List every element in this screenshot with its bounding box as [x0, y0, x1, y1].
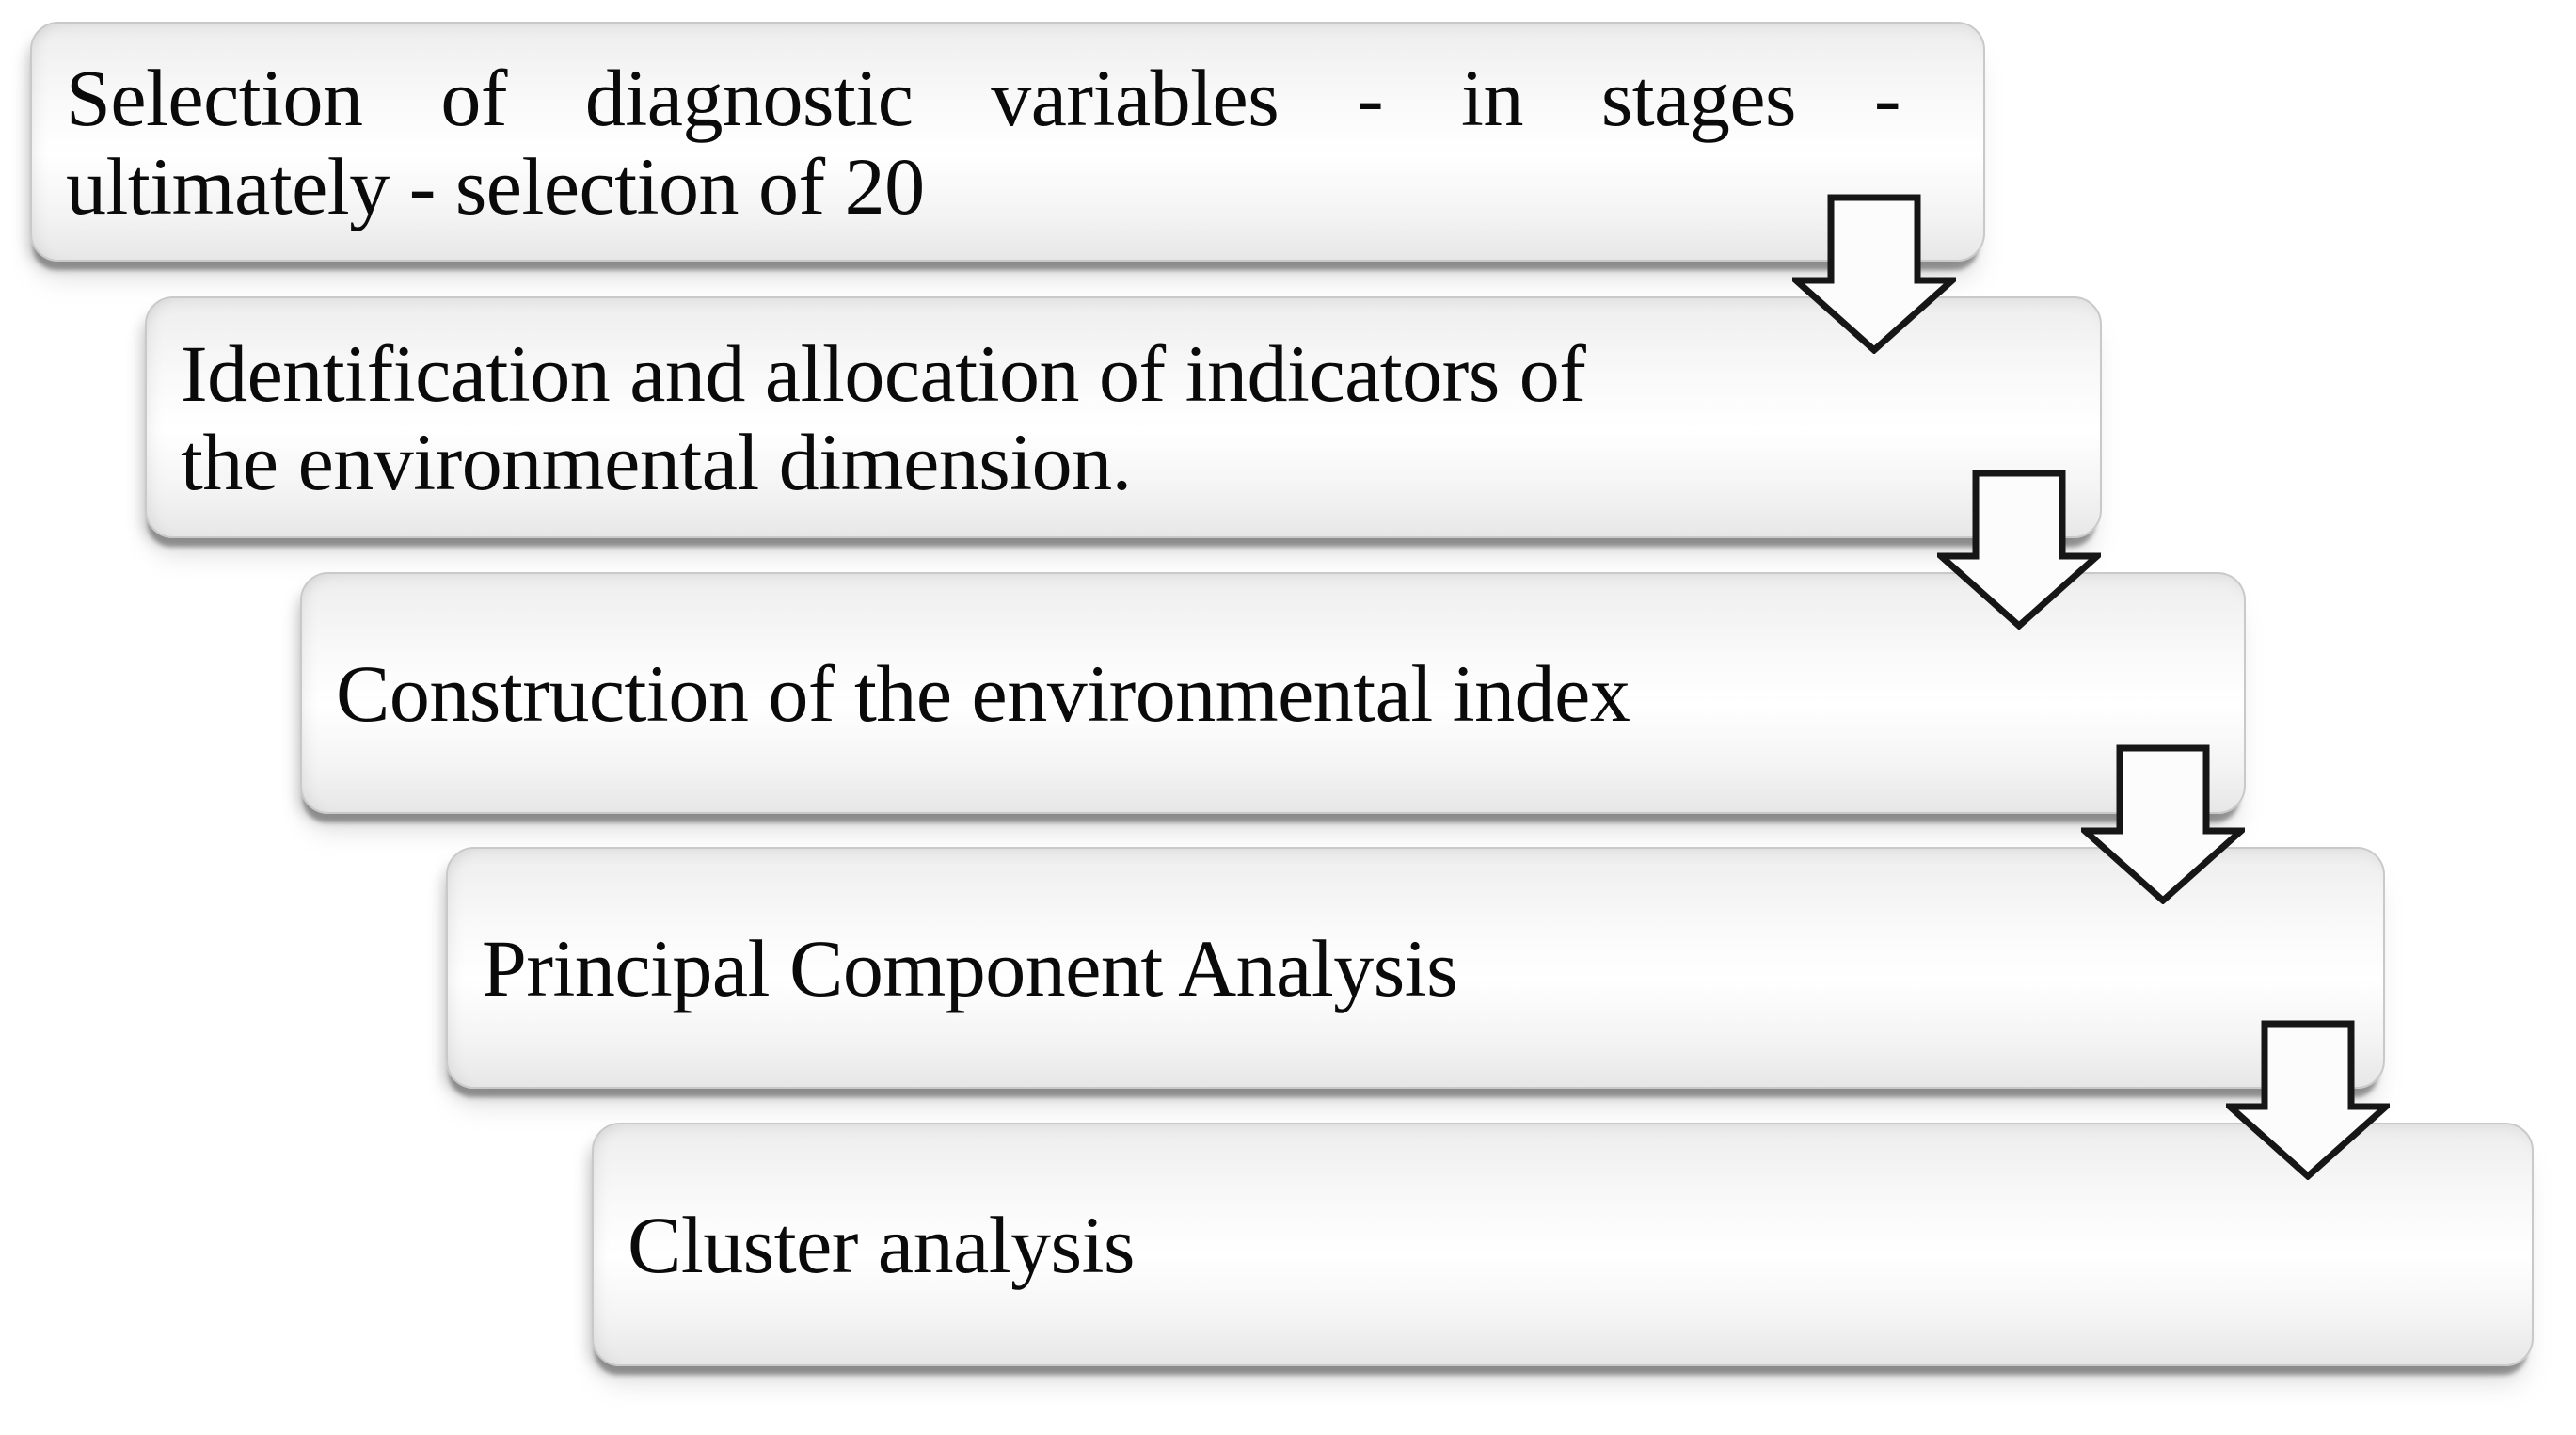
step-label-line: Selection of diagnostic variables - in s… [66, 52, 1901, 143]
down-arrow-icon [1792, 194, 1956, 354]
step-box-selection-of-diagnostic-variables: Selection of diagnostic variables - in s… [30, 22, 1985, 262]
step-label-line: Principal Component Analysis [482, 922, 1458, 1013]
step-label-line: Construction of the environmental index [336, 647, 1630, 739]
step-box-cluster-analysis: Cluster analysis [592, 1123, 2534, 1366]
step-label-line: ultimately - selection of 20 [66, 140, 925, 231]
down-arrow-icon [2081, 744, 2245, 904]
step-label-line: Cluster analysis [628, 1199, 1136, 1290]
step-box-principal-component-analysis: Principal Component Analysis [446, 847, 2385, 1089]
step-box-construction-of-environmental-index: Construction of the environmental index [300, 572, 2246, 814]
step-box-identification-of-indicators: Identification and allocation of indicat… [145, 296, 2102, 538]
step-label-line: the environmental dimension. [181, 416, 1132, 507]
down-arrow-icon [2226, 1020, 2390, 1180]
down-arrow-icon [1937, 470, 2101, 630]
step-label-line: Identification and allocation of indicat… [181, 327, 1586, 419]
